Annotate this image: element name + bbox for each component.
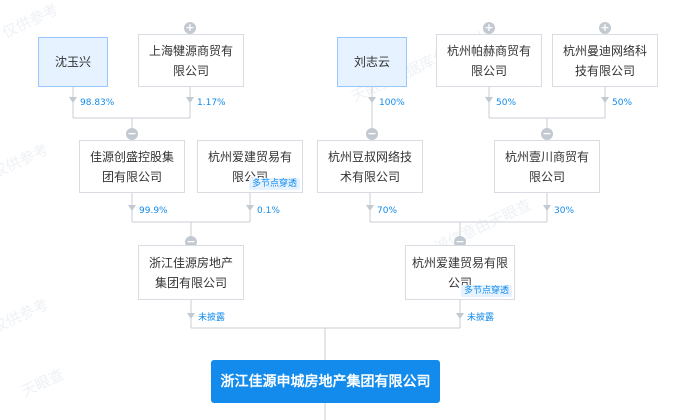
shareholder-node-hangzhou-doushu[interactable]: 杭州豆叔网络技术有限公司 — [317, 140, 423, 193]
shareholder-node-jiayuan-chuangsheng[interactable]: 佳源创盛控股集团有限公司 — [79, 140, 185, 193]
node-label: 杭州壹川商贸有限公司 — [504, 149, 589, 184]
shareholder-node-hangzhou-pahe[interactable]: 杭州帕赫商贸有限公司 — [436, 34, 542, 87]
collapse-toggle[interactable]: − — [366, 127, 378, 140]
share-percentage: 未披露 — [198, 313, 226, 323]
node-label: 杭州曼迪网络科技有限公司 — [562, 43, 647, 78]
collapse-toggle[interactable]: − — [541, 127, 553, 140]
expand-toggle[interactable]: + — [184, 21, 196, 34]
node-label: 佳源创盛控股集团有限公司 — [89, 149, 174, 184]
share-percentage: 70% — [377, 206, 398, 216]
expand-toggle[interactable]: + — [483, 21, 495, 34]
node-label: 浙江佳源房地产集团有限公司 — [148, 255, 233, 290]
share-percentage: 50% — [496, 98, 517, 108]
share-percentage: 1.17% — [197, 98, 226, 108]
expand-toggle[interactable]: + — [599, 21, 611, 34]
share-percentage: 30% — [554, 206, 575, 216]
share-percentage: 99.9% — [139, 206, 168, 216]
collapse-toggle[interactable]: − — [126, 127, 138, 140]
shareholder-node-hangzhou-aijian-1[interactable]: 杭州爱建贸易有限公司 多节点穿透 — [197, 140, 303, 193]
share-percentage: 50% — [612, 98, 633, 108]
share-percentage: 0.1% — [257, 206, 280, 216]
share-percentage: 未披露 — [467, 313, 495, 323]
node-label: 杭州豆叔网络技术有限公司 — [327, 149, 412, 184]
node-label: 刘志云 — [353, 55, 390, 69]
node-label: 杭州帕赫商贸有限公司 — [446, 43, 531, 78]
shareholder-node-liu-zhiyun[interactable]: 刘志云 — [337, 37, 407, 87]
shareholder-node-hangzhou-mandi[interactable]: 杭州曼迪网络科技有限公司 — [552, 34, 658, 87]
target-company-node[interactable]: 浙江佳源申城房地产集团有限公司 — [211, 360, 440, 403]
shareholder-node-zhejiang-jiayuan-fdc[interactable]: 浙江佳源房地产集团有限公司 — [138, 245, 244, 300]
share-percentage: 98.83% — [80, 98, 115, 108]
shareholder-node-shen-yuxing[interactable]: 沈玉兴 — [38, 37, 108, 87]
node-label: 沈玉兴 — [54, 55, 91, 69]
shareholder-node-shanghai-jianyuan[interactable]: 上海犍源商贸有限公司 — [138, 34, 244, 87]
shareholder-node-hangzhou-yichuan[interactable]: 杭州壹川商贸有限公司 — [494, 140, 600, 193]
target-company-name: 浙江佳源申城房地产集团有限公司 — [220, 373, 431, 390]
multi-node-penetration-tag[interactable]: 多节点穿透 — [460, 285, 512, 297]
node-label: 上海犍源商贸有限公司 — [148, 43, 233, 78]
share-percentage: 100% — [379, 98, 405, 108]
shareholder-node-hangzhou-aijian-2[interactable]: 杭州爱建贸易有限公司 多节点穿透 — [405, 245, 515, 300]
multi-node-penetration-tag[interactable]: 多节点穿透 — [248, 178, 300, 190]
